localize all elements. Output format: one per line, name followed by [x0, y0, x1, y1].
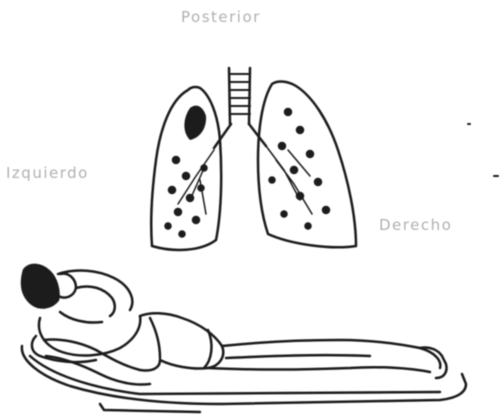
raised-arm: [58, 271, 132, 316]
hips: [140, 313, 223, 368]
legs: [208, 340, 447, 378]
torso: [32, 312, 140, 362]
lungs-illustration: [151, 68, 498, 250]
reclining-person-illustration: [22, 265, 466, 412]
right-lung: [258, 82, 356, 248]
left-lung: [151, 87, 221, 250]
